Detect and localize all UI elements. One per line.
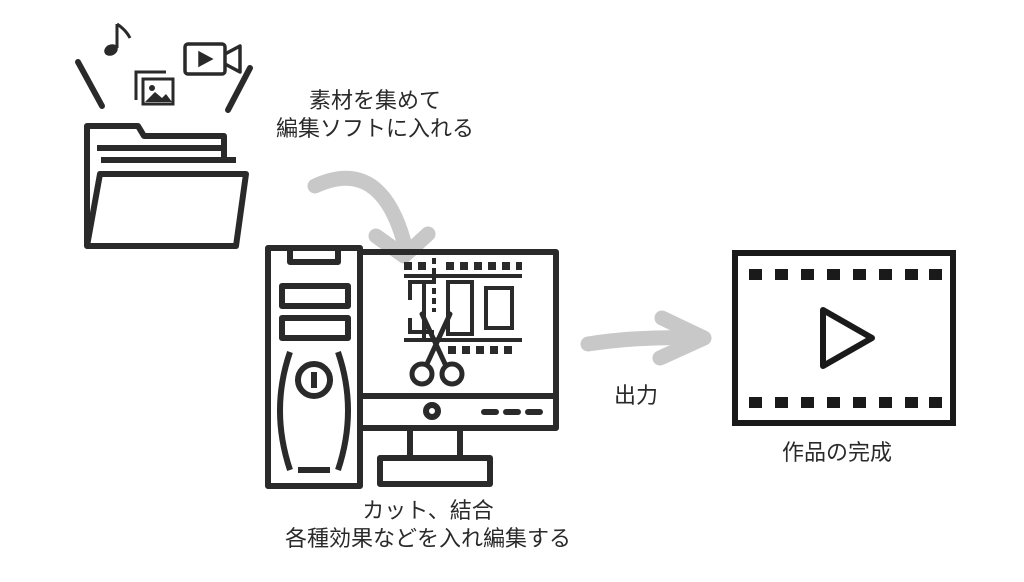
play-icon [820, 307, 875, 369]
music-note-icon [104, 22, 132, 56]
label-output: 出力 [613, 384, 658, 409]
monitor-icon [360, 249, 559, 487]
video-player-icon [732, 250, 956, 426]
pc-tower-icon [265, 245, 363, 489]
image-icon [134, 70, 175, 106]
scissors-icon [409, 311, 465, 387]
label-collect-line2: 編集ソフトに入れる [275, 117, 474, 142]
label-edit-line2: 各種効果などを入れ編集する [284, 527, 571, 552]
label-edit: カット、結合 各種効果などを入れ編集する [238, 498, 618, 554]
folder-icon [84, 123, 249, 249]
label-complete: 作品の完成 [781, 441, 892, 466]
label-edit-line1: カット、結合 [362, 499, 494, 524]
burst-lines [75, 59, 253, 113]
curved-arrow-input [307, 170, 436, 264]
arrow-icon [580, 310, 712, 366]
label-collect-line1: 素材を集めて [308, 89, 441, 114]
video-camera-icon [183, 42, 242, 76]
label-collect-materials: 素材を集めて 編集ソフトに入れる [260, 88, 490, 144]
film-strip-icon [404, 258, 522, 354]
